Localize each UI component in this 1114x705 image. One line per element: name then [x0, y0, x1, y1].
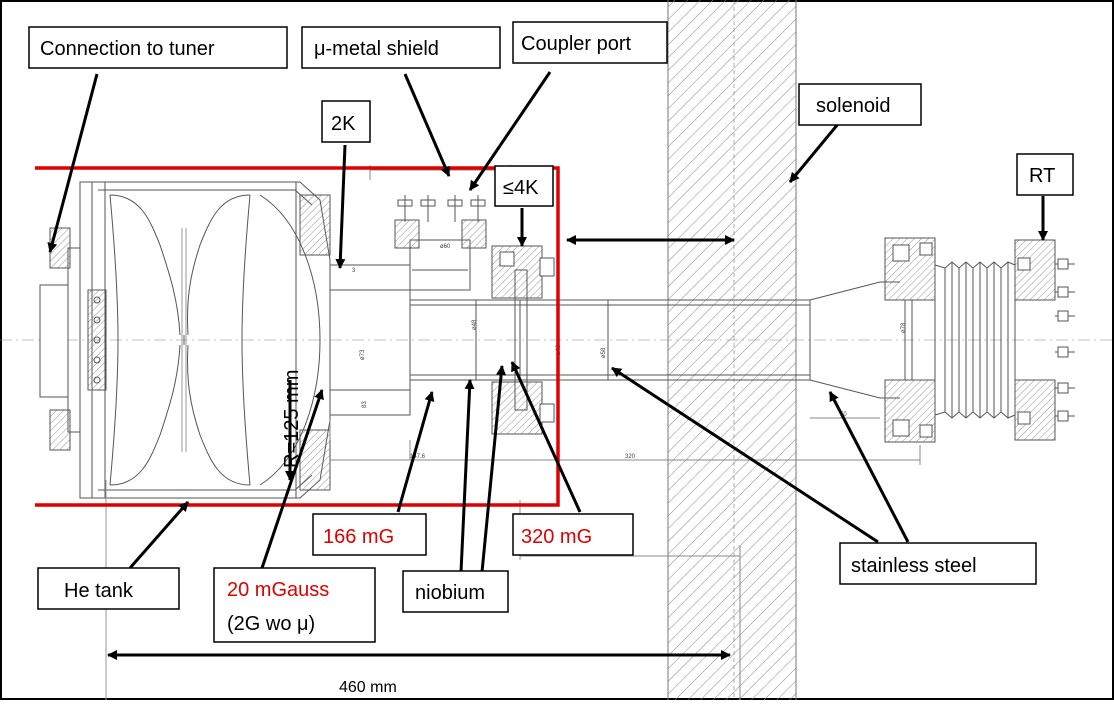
arrow-ss-1 [828, 391, 910, 543]
label-he-tank: He tank [37, 567, 180, 610]
arrow-niobium-1 [459, 379, 475, 573]
label-text-166-mg: 166 mG [323, 526, 394, 548]
arrow-coupler [468, 71, 552, 191]
arrow-166mg [396, 391, 435, 513]
label-mu-metal-shield: μ-metal shield [301, 26, 501, 69]
arrow-tuner [47, 73, 99, 253]
solenoid-wall [667, 0, 797, 700]
arrow-320mg [510, 361, 582, 513]
dim-mark-83: 83 [362, 401, 368, 408]
label-text-rt: RT [1029, 165, 1055, 187]
arrow-he-tank [128, 501, 190, 569]
label-2k: 2K [321, 100, 371, 143]
dim-mark-d60: ø60 [440, 244, 451, 250]
dim-mark-3: 3 [352, 268, 356, 274]
arrow-mu-metal [403, 73, 451, 177]
arrow-2k [335, 144, 347, 269]
dim-mark-d73: ø73 [360, 349, 366, 360]
dim-mark-d78: ø78 [901, 322, 907, 333]
label-text-he-tank: He tank [64, 580, 134, 602]
label-text-niobium: niobium [415, 582, 485, 604]
label-coupler-port: Coupler port [512, 21, 668, 64]
label-text-mu-metal-shield: μ-metal shield [314, 38, 439, 60]
arrow-ss-2 [611, 366, 879, 544]
callout-arrows [47, 71, 1048, 660]
dim-mark-320: 320 [625, 454, 636, 460]
label-solenoid: solenoid [798, 83, 922, 126]
label-4k: ≤4K [494, 165, 554, 207]
dim-mark-d58: ø58 [601, 347, 607, 358]
label-niobium: niobium [402, 570, 509, 613]
label-radius: R=125 mm [281, 370, 303, 468]
label-text-2k: 2K [331, 113, 356, 135]
magnetic-shield-outline [35, 166, 560, 507]
label-166-mg: 166 mG [312, 513, 427, 556]
label-text-solenoid: solenoid [816, 95, 891, 117]
label-text-wo-mu: (2G wo μ) [227, 613, 315, 635]
label-text-stainless-steel: stainless steel [851, 555, 977, 577]
label-20-mgauss: 20 mGauss (2G wo μ) [213, 567, 376, 643]
dim-mark-50: 50 [840, 412, 847, 418]
arrow-solenoid [788, 123, 840, 183]
dim-mark-d48: ø48 [472, 319, 478, 330]
arrow-20mg [260, 389, 324, 569]
label-rt: RT [1016, 153, 1074, 196]
label-text-coupler-port: Coupler port [521, 33, 632, 55]
label-text-4k: ≤4K [503, 177, 539, 199]
drawing-dimension-marks: 83 3 ø73 ø48 ø40 ø58 ø78 50 147.6 320 30… [352, 244, 907, 556]
arrow-niobium-2 [480, 365, 507, 573]
dimension-label-460: 460 mm [339, 679, 397, 696]
label-text-20-mgauss: 20 mGauss [227, 579, 329, 601]
label-text-connection-to-tuner: Connection to tuner [40, 38, 215, 60]
dim-mark-147: 147.6 [410, 454, 426, 460]
label-text-320-mg: 320 mG [521, 526, 592, 548]
label-stainless-steel: stainless steel [839, 542, 1037, 585]
label-connection-to-tuner: Connection to tuner [28, 26, 288, 69]
label-320-mg: 320 mG [512, 513, 634, 556]
